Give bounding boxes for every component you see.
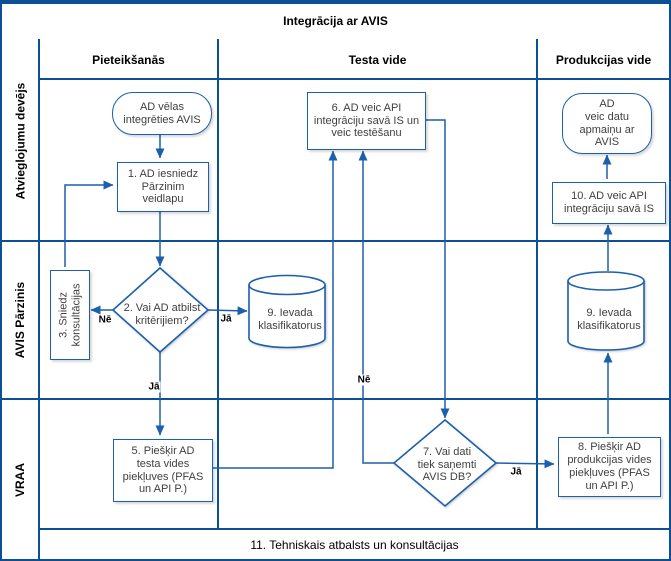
edge-step7-step8-yes: [495, 459, 555, 469]
edge-label-yes-2: Jā: [509, 466, 523, 478]
column-header-testa-vide: Testa vide: [348, 52, 407, 67]
column-header-produkcijas-vide: Produkcijas vide: [555, 52, 652, 67]
decision-2-label: 2. Vai AD atbilst kritērijiem?: [123, 302, 201, 327]
edge-label-yes-right: Jā: [219, 313, 233, 325]
step8-process: 8. Piešķir AD produkcijas vides piekļuve…: [558, 437, 661, 497]
step6-process: 6. AD veic API integrāciju savā IS un ve…: [307, 92, 426, 150]
step1-process: 1. AD iesniedz Pārzinim veidlapu: [117, 162, 209, 212]
edge-step2-db-yes: [207, 306, 248, 316]
lane-label-column-divider: [38, 39, 40, 559]
database-9-test-label: 9. Ievada klasifikatorus: [258, 307, 322, 332]
edge-step6-step7: [424, 119, 450, 419]
title-divider: [2, 2, 669, 4]
column-divider-1: [217, 39, 219, 530]
decision-2-shape: [111, 266, 210, 354]
footer-divider: [38, 528, 669, 530]
lane-divider-2: [2, 398, 669, 400]
lane-label-vraa: VRAA: [12, 462, 27, 497]
end-terminator: AD veic datu apmaiņu ar AVIS: [562, 93, 652, 154]
lane-label-atvieglojumu-devejs: Atvieglojumu devējs: [13, 82, 28, 199]
column-header-pieteiksanas: Pieteikšanās: [92, 52, 165, 67]
diagram-title: Integrācija ar AVIS: [2, 2, 669, 39]
decision-7-shape: [392, 418, 498, 508]
edge-label-no-1: Nē: [97, 314, 113, 326]
footer-text: 11. Tehniskais atbalsts un konsultācijas: [250, 537, 459, 552]
step5-process: 5. Piešķir AD testa vides piekļuves (PFA…: [113, 439, 213, 502]
start-terminator: AD vēlas integrēties AVIS: [112, 92, 212, 135]
edge-step5-step6: [210, 150, 338, 469]
edge-label-yes-down: Jā: [147, 381, 161, 393]
header-divider: [38, 78, 669, 80]
database-9-prod-shape: [567, 271, 645, 351]
edge-step7-step6-no: [358, 150, 394, 464]
database-9-prod-label: 9. Ievada klasifikatorus: [577, 307, 641, 332]
edge-label-no-2: Nē: [356, 374, 372, 386]
lane-label-avis-parzinis: AVIS Pārzinis: [13, 281, 28, 359]
column-divider-2: [536, 39, 538, 530]
step10-process: 10. AD veic API integrāciju savā IS: [552, 182, 666, 224]
step3-process: 3. Sniedz konsultācijas: [50, 270, 90, 360]
diagram-title-text: Integrācija ar AVIS: [283, 13, 388, 28]
footer-bar: 11. Tehniskais atbalsts un konsultācijas: [40, 530, 669, 559]
edge-step3-step1: [64, 180, 114, 267]
decision-7-label: 7. Vai dati tiek saņemti AVIS DB?: [417, 445, 477, 484]
database-9-test-shape: [248, 274, 326, 349]
lane-divider-1: [2, 240, 669, 242]
